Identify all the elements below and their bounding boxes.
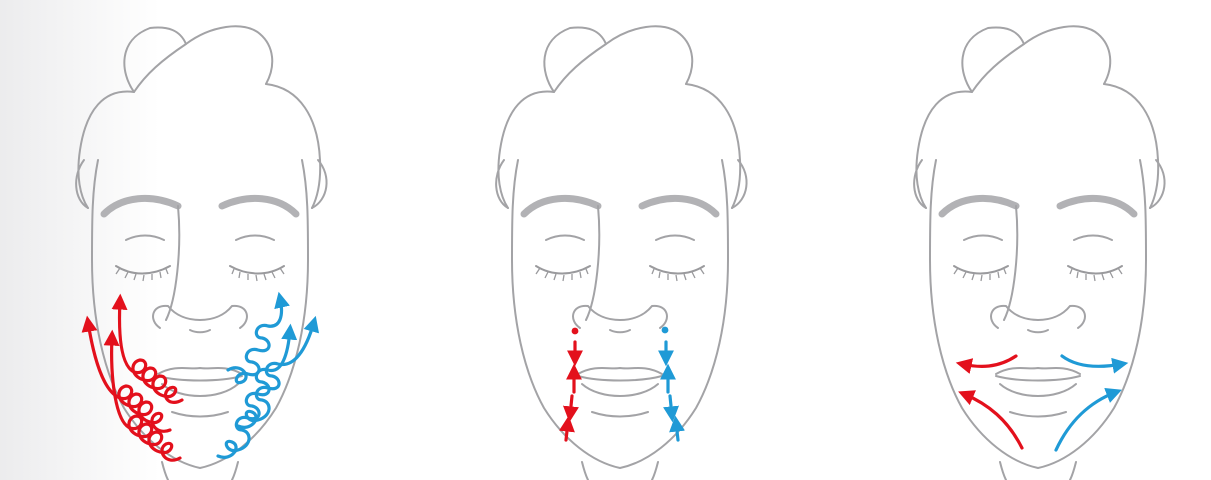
- sweep-strokes-right: [1056, 356, 1122, 450]
- face-panel-dots: [496, 26, 746, 480]
- face-panel-spiral: [76, 26, 326, 480]
- face-outline: [496, 26, 746, 480]
- spiral-strokes-left: [88, 300, 182, 460]
- face-panel-sweep: [914, 26, 1164, 480]
- start-dot-left: [572, 328, 579, 335]
- dotted-strokes-right: [662, 327, 678, 440]
- dotted-strokes-left: [566, 328, 578, 440]
- start-dot-right: [662, 327, 669, 334]
- face-outline: [914, 26, 1164, 480]
- face-outline: [76, 26, 326, 480]
- sweep-strokes-left: [962, 356, 1022, 448]
